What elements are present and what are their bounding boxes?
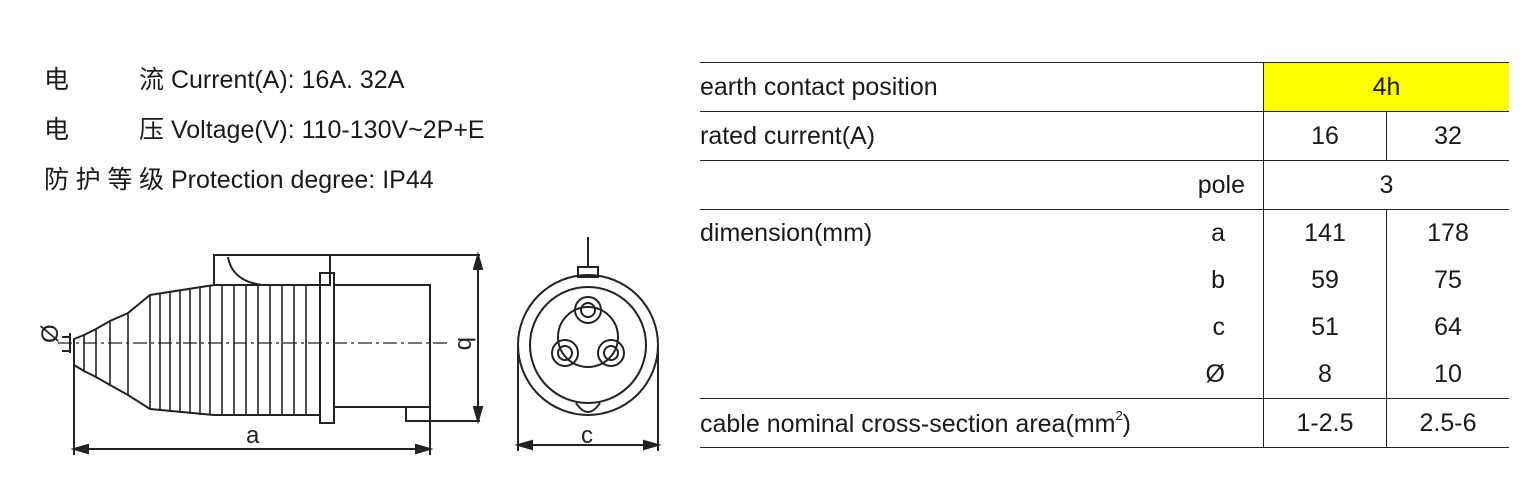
- cjk-char: 级: [138, 165, 164, 194]
- spec-voltage-cjk: 电 压: [44, 105, 164, 155]
- cjk-char: 压: [138, 115, 164, 144]
- gland-ribs: [83, 285, 307, 415]
- earth-lug: [405, 406, 431, 422]
- dimension-label: dimension(mm): [700, 219, 873, 247]
- row-dim-a: dimension(mm) a 141 178: [700, 209, 1509, 257]
- row-earth-contact: earth contact position 4h: [700, 62, 1509, 112]
- pole-value: 3: [1263, 160, 1509, 210]
- top-rail: [213, 254, 470, 286]
- row-cable-area: cable nominal cross-section area(mm2) 1-…: [700, 398, 1509, 448]
- cable-area-sup: 2: [1115, 407, 1123, 423]
- inner-ring: [529, 286, 647, 404]
- dim-b-arrows: [472, 251, 484, 425]
- dim-diameter-16: 8: [1263, 351, 1387, 399]
- dim-b-16: 59: [1263, 257, 1387, 304]
- cable-gland-outline: [73, 284, 320, 416]
- dim-a-16: 141: [1263, 209, 1387, 257]
- dim-diameter-32: 10: [1386, 351, 1509, 399]
- plug-technical-drawing: Ø b a c: [37, 237, 662, 455]
- spec-current-text: Current(A): 16A. 32A: [170, 66, 405, 94]
- plug-side-view: [58, 251, 484, 455]
- dim-c-16: 51: [1263, 304, 1387, 351]
- earth-contact-label: earth contact position: [700, 62, 1264, 112]
- rated-current-32: 32: [1386, 111, 1509, 161]
- row-pole: pole 3: [700, 160, 1509, 210]
- dim-a-arrows: [70, 443, 434, 455]
- keyway-bottom: [575, 402, 601, 413]
- cjk-char: 防: [44, 165, 70, 194]
- pin-right-outer: [597, 339, 625, 367]
- spec-voltage: 电 压 Voltage(V): 110-130V~2P+E: [44, 105, 485, 155]
- rated-current-16: 16: [1263, 111, 1387, 161]
- row-dim-c: c 51 64: [700, 304, 1509, 351]
- label-b: b: [452, 337, 479, 350]
- dim-key-b: b: [1211, 266, 1225, 294]
- center-boss: [557, 306, 619, 368]
- spec-list: 电 流 Current(A): 16A. 32A 电 压 Voltage(V):…: [44, 55, 485, 205]
- row-rated-current: rated current(A) 16 32: [700, 111, 1509, 161]
- cable-area-label: cable nominal cross-section area(mm2): [700, 398, 1264, 448]
- spec-current: 电 流 Current(A): 16A. 32A: [44, 55, 485, 105]
- dim-a-32: 178: [1386, 209, 1509, 257]
- cable-area-32: 2.5-6: [1386, 398, 1509, 448]
- rated-current-label: rated current(A): [700, 111, 1264, 161]
- dim-b-lines: [430, 254, 480, 422]
- cjk-char: 等: [107, 165, 133, 194]
- dim-c-32: 64: [1386, 304, 1509, 351]
- cable-area-16: 1-2.5: [1263, 398, 1387, 448]
- spec-voltage-text: Voltage(V): 110-130V~2P+E: [170, 116, 485, 144]
- dim-key-c: c: [1212, 313, 1226, 341]
- flange: [319, 272, 335, 424]
- earth-contact-value: 4h: [1263, 62, 1509, 112]
- row-dim-diameter: Ø 8 10: [700, 351, 1509, 399]
- plug-head: [334, 284, 431, 408]
- cable-area-label-text: cable nominal cross-section area(mm: [700, 409, 1116, 438]
- label-a: a: [246, 422, 260, 449]
- keyway-top: [577, 237, 599, 278]
- dia-arrows: [62, 336, 70, 352]
- dim-key-diameter: Ø: [700, 351, 1264, 399]
- spec-current-cjk: 电 流: [44, 55, 164, 105]
- cjk-char: 流: [138, 65, 164, 94]
- cjk-char: 护: [75, 165, 101, 194]
- spec-table: earth contact position 4h rated current(…: [700, 62, 1509, 448]
- plug-front-view: [514, 237, 662, 451]
- cable-area-label-end: ): [1122, 409, 1131, 438]
- label-c: c: [581, 422, 593, 449]
- pole-label: pole: [700, 160, 1264, 210]
- cjk-char: 电: [44, 115, 70, 144]
- dim-c-lines: [517, 345, 659, 451]
- pin-left-inner: [557, 345, 573, 361]
- spec-protection-cjk: 防 护 等 级: [44, 155, 164, 205]
- pin-earth-inner: [580, 302, 596, 318]
- spec-protection-text: Protection degree: IP44: [170, 166, 434, 194]
- pin-left-outer: [551, 339, 579, 367]
- dimension-label-row: dimension(mm) a: [700, 219, 1263, 248]
- pin-right-inner: [603, 345, 619, 361]
- dim-b-32: 75: [1386, 257, 1509, 304]
- handle-curve: [227, 256, 263, 286]
- dim-c-arrows: [514, 439, 662, 451]
- row-dim-b: b 59 75: [700, 257, 1509, 304]
- dim-key-a: a: [1211, 219, 1225, 247]
- pin-earth-outer: [574, 296, 602, 324]
- label-diameter: Ø: [37, 324, 64, 343]
- cjk-char: 电: [44, 65, 70, 94]
- spec-protection: 防 护 等 级 Protection degree: IP44: [44, 155, 485, 205]
